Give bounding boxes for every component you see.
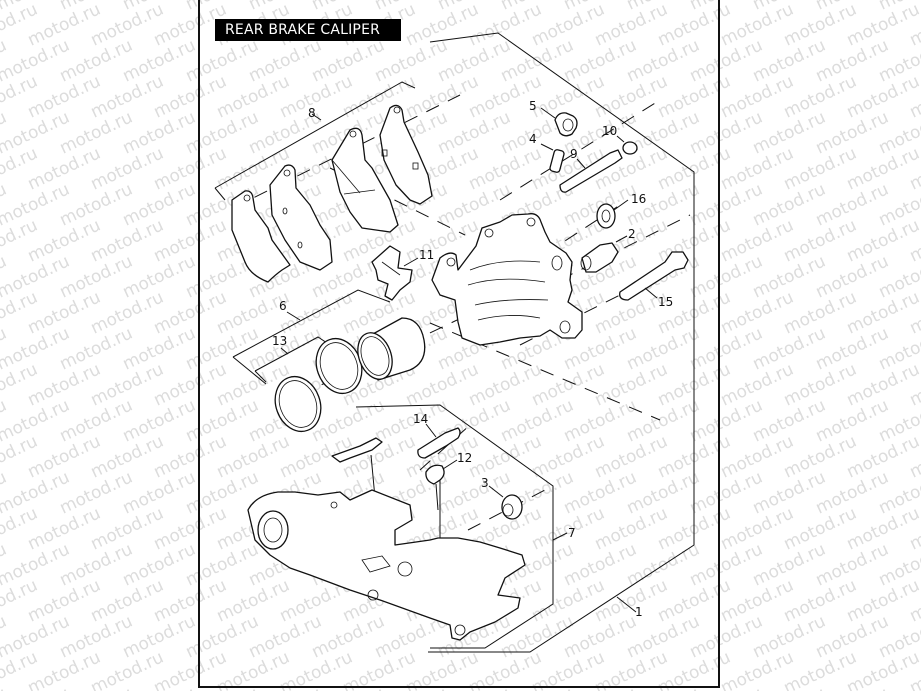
pad-pin-plug <box>616 135 638 155</box>
bracket-clip <box>331 437 383 463</box>
diagram-title: REAR BRAKE CALIPER <box>215 19 401 41</box>
callout-16: 16 <box>631 192 646 206</box>
brake-pad-2 <box>269 164 333 271</box>
pad-spring-clip <box>371 245 419 301</box>
pin-bushing <box>580 235 628 273</box>
bracket-pin <box>417 423 461 459</box>
bracket-8 <box>214 81 416 201</box>
diagram-frame <box>198 0 720 688</box>
pin-boot <box>425 459 458 511</box>
callout-4: 4 <box>529 132 537 146</box>
callout-13: 13 <box>272 334 287 348</box>
callout-10: 10 <box>602 124 617 138</box>
plug <box>488 485 523 520</box>
bracket-7 <box>355 404 568 649</box>
callout-7: 7 <box>568 526 576 540</box>
bracket-6 <box>232 289 391 385</box>
callout-12: 12 <box>457 451 472 465</box>
callout-15: 15 <box>658 295 673 309</box>
brake-pad-1 <box>231 190 291 283</box>
pad-pin <box>559 149 623 193</box>
callout-14: 14 <box>413 412 428 426</box>
callout-8: 8 <box>308 106 316 120</box>
brake-pad-4 <box>379 104 433 205</box>
callout-9: 9 <box>570 147 578 161</box>
callout-2: 2 <box>628 227 636 241</box>
callout-11: 11 <box>419 248 434 262</box>
washer <box>596 199 629 229</box>
caliper-mount-bracket <box>247 489 526 641</box>
callout-3: 3 <box>481 476 489 490</box>
piston <box>357 317 426 381</box>
bleeder-valve <box>540 143 565 173</box>
bracket-1 <box>428 32 695 653</box>
callout-6: 6 <box>279 299 287 313</box>
seal-ring-outer <box>274 375 322 433</box>
brake-pad-3 <box>331 127 399 233</box>
bleeder-cap <box>540 107 578 137</box>
caliper-body <box>431 213 583 346</box>
callout-labels: 8 5 10 4 9 16 2 11 15 6 13 14 12 3 7 1 <box>272 99 673 619</box>
callout-1: 1 <box>635 605 643 619</box>
slide-pin <box>619 251 689 301</box>
callout-5: 5 <box>529 99 537 113</box>
